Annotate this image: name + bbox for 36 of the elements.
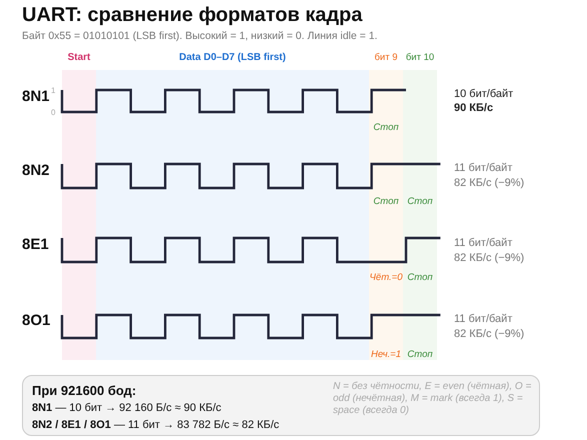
subtitle: Байт 0x55 = 01010101 (LSB first). Высокий = 1, низкий = 0. Линия idle = 1. (22, 30, 378, 42)
summary-heading: При 921600 бод: (32, 383, 136, 398)
rate-text: 82 КБ/с (−9%) (454, 252, 524, 265)
column-header: бит 10 (406, 52, 434, 63)
row-label: 8N1 (22, 88, 50, 106)
row-label: 8E1 (22, 236, 49, 254)
bit-note: Стоп (372, 123, 400, 134)
summary-panel (22, 375, 540, 436)
rate-text: 90 КБ/с (454, 102, 494, 115)
rate-text: 11 бит/байт (454, 237, 512, 250)
rate-text: 11 бит/байт (454, 162, 512, 175)
bit-note: Стоп (372, 197, 400, 208)
bit-note: Стоп (406, 197, 434, 208)
column-header: бит 9 (374, 52, 398, 63)
legend-note: N = без чётности, E = even (чётная), O = odd (нечётная), M = mark (всегда 1), S = space (всегда 0) (333, 381, 532, 417)
level-tick-label: 0 (51, 108, 56, 118)
level-tick-label: 1 (51, 86, 56, 96)
summary-line: 8N2 / 8E1 / 8O1 — 11 бит → 83 782 Б/с ≈ 82 КБ/с (32, 419, 280, 431)
summary-line: 8N1 — 10 бит → 92 160 Б/с ≈ 90 КБ/с (32, 402, 222, 414)
rate-text: 11 бит/байт (454, 313, 512, 326)
rate-text: 10 бит/байт (454, 88, 514, 101)
bit-column-band (369, 52, 403, 360)
bit-note: Стоп (406, 273, 434, 284)
row-label: 8O1 (22, 312, 50, 330)
bit-column-band (62, 52, 96, 360)
title: UART: сравнение форматов кадра (22, 4, 362, 27)
bit-column-band (96, 52, 369, 360)
bit-note: Неч.=1 (370, 350, 402, 361)
bit-column-band (403, 52, 437, 360)
rate-text: 82 КБ/с (−9%) (454, 177, 524, 190)
column-header: Data D0–D7 (LSB first) (179, 52, 286, 63)
row-label: 8N2 (22, 162, 50, 180)
bit-note: Чёт.=0 (368, 273, 404, 284)
column-header: Start (68, 52, 90, 63)
rate-text: 82 КБ/с (−9%) (454, 328, 524, 341)
bit-note: Стоп (406, 350, 434, 361)
